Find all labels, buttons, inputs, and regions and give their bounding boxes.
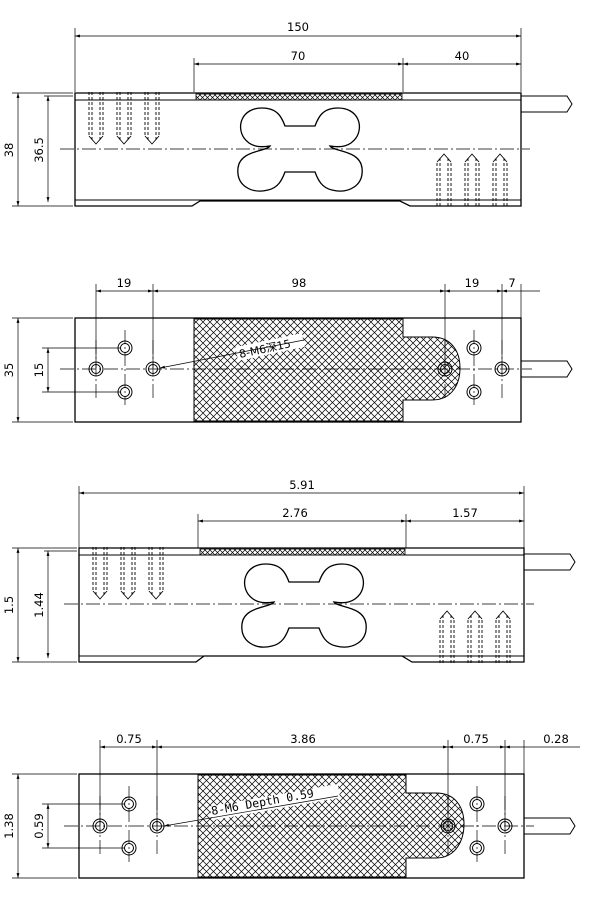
imperial-side-view: 5.91 2.76 1.57 1.5 1.44	[2, 478, 576, 664]
metric-side-offset: 40	[455, 49, 470, 63]
imperial-top-center: 3.86	[290, 732, 316, 746]
metric-side-length: 150	[287, 20, 309, 34]
imperial-side-height: 1.5	[2, 596, 16, 614]
imperial-top-view: 0.75 3.86 0.75 0.28 8-M6 Depth 0.59	[2, 732, 580, 879]
metric-side-inner-height: 36.5	[32, 137, 46, 163]
metric-top-view: 19 98 19 7 8-M6深15	[2, 276, 573, 423]
metric-top-width: 35	[2, 363, 16, 378]
metric-top-spacing-left: 19	[117, 276, 132, 290]
metric-side-window: 70	[291, 49, 306, 63]
metric-top-edge: 7	[508, 276, 515, 290]
imperial-top-edge: 0.28	[543, 732, 569, 746]
metric-top-center: 98	[292, 276, 307, 290]
imperial-top-hole-row: 0.59	[32, 813, 46, 839]
imperial-top-spacing-left: 0.75	[116, 732, 142, 746]
metric-side-view: 150 70 40 38 36.5	[2, 20, 573, 207]
imperial-top-width: 1.38	[2, 813, 16, 839]
imperial-side-window: 2.76	[282, 506, 308, 520]
metric-top-spacing-right: 19	[465, 276, 480, 290]
imperial-side-length: 5.91	[289, 478, 315, 492]
imperial-top-spacing-right: 0.75	[463, 732, 489, 746]
metric-side-height: 38	[2, 143, 16, 158]
imperial-side-inner-height: 1.44	[32, 592, 46, 618]
imperial-side-offset: 1.57	[452, 506, 478, 520]
metric-top-hole-row: 15	[32, 363, 46, 378]
